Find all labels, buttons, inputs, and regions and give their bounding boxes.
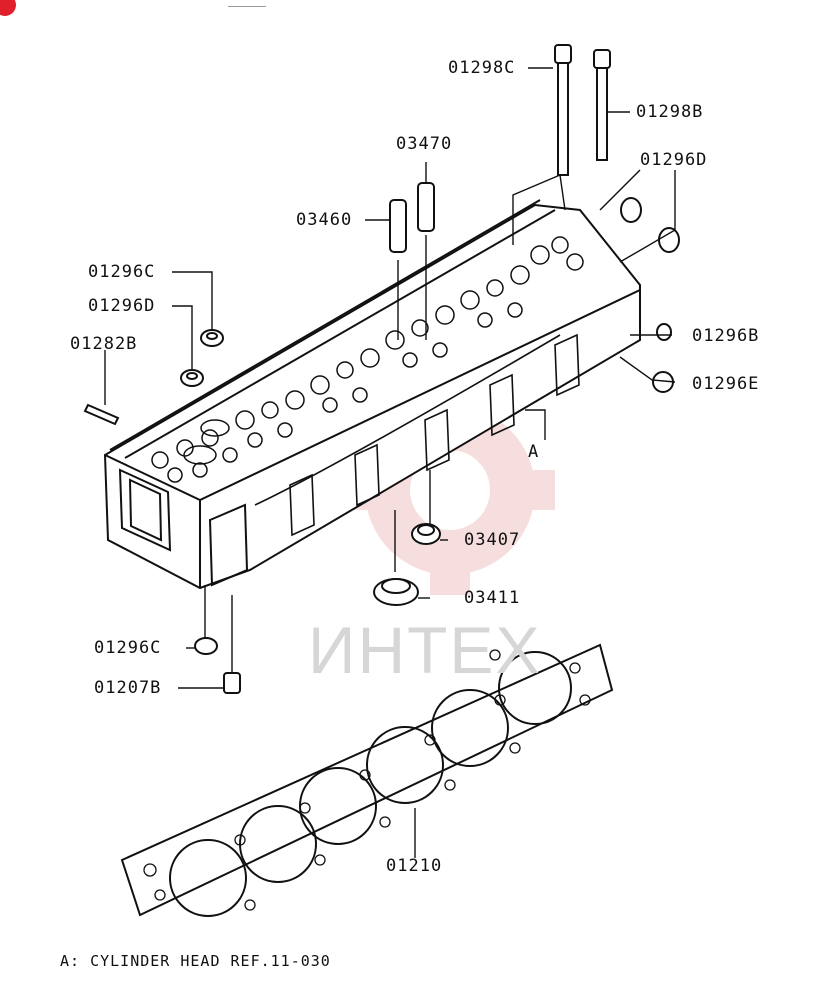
plug-01296B xyxy=(656,323,672,341)
label-01210: 01210 xyxy=(386,856,443,876)
seal-03411 xyxy=(373,578,419,606)
label-01296E: 01296E xyxy=(692,374,760,394)
plug-01207B xyxy=(223,672,241,694)
label-01282B: 01282B xyxy=(70,334,138,354)
label-01207B: 01207B xyxy=(94,678,162,698)
corner-badge-icon xyxy=(0,0,16,16)
label-01296D-left: 01296D xyxy=(88,296,156,316)
washer-01296C-left xyxy=(200,329,224,347)
gasket-small-holes xyxy=(143,649,591,911)
cylinder-head xyxy=(103,199,641,590)
seal-03407 xyxy=(411,523,441,545)
label-01296C-bottom: 01296C xyxy=(94,638,162,658)
label-03411: 03411 xyxy=(464,588,521,608)
footnote: A: CYLINDER HEAD REF.11-030 xyxy=(60,952,331,970)
leader-lines xyxy=(104,67,676,858)
washer-01296C-bottom xyxy=(194,637,218,655)
dowel-03470 xyxy=(417,182,435,232)
label-01296C-left: 01296C xyxy=(88,262,156,282)
label-01296B: 01296B xyxy=(692,326,760,346)
bolt-01298C xyxy=(554,44,572,176)
top-divider xyxy=(228,6,266,7)
label-03407: 03407 xyxy=(464,530,521,550)
label-03470: 03470 xyxy=(396,134,453,154)
label-01298C: 01298C xyxy=(448,58,516,78)
stud-01282B xyxy=(83,403,120,426)
label-ref-A: A xyxy=(528,442,540,462)
exhaust-ports xyxy=(254,333,580,537)
label-01296D-right: 01296D xyxy=(640,150,708,170)
bolt-01298B xyxy=(593,49,611,161)
washer-01296D-right xyxy=(620,197,680,253)
dowel-03460 xyxy=(389,199,407,253)
label-01298B: 01298B xyxy=(636,102,704,122)
washer-01296D-left xyxy=(180,369,204,387)
label-03460: 03460 xyxy=(296,210,353,230)
watermark-text: ИНТЕХ xyxy=(308,613,542,687)
head-top-holes xyxy=(151,236,584,483)
